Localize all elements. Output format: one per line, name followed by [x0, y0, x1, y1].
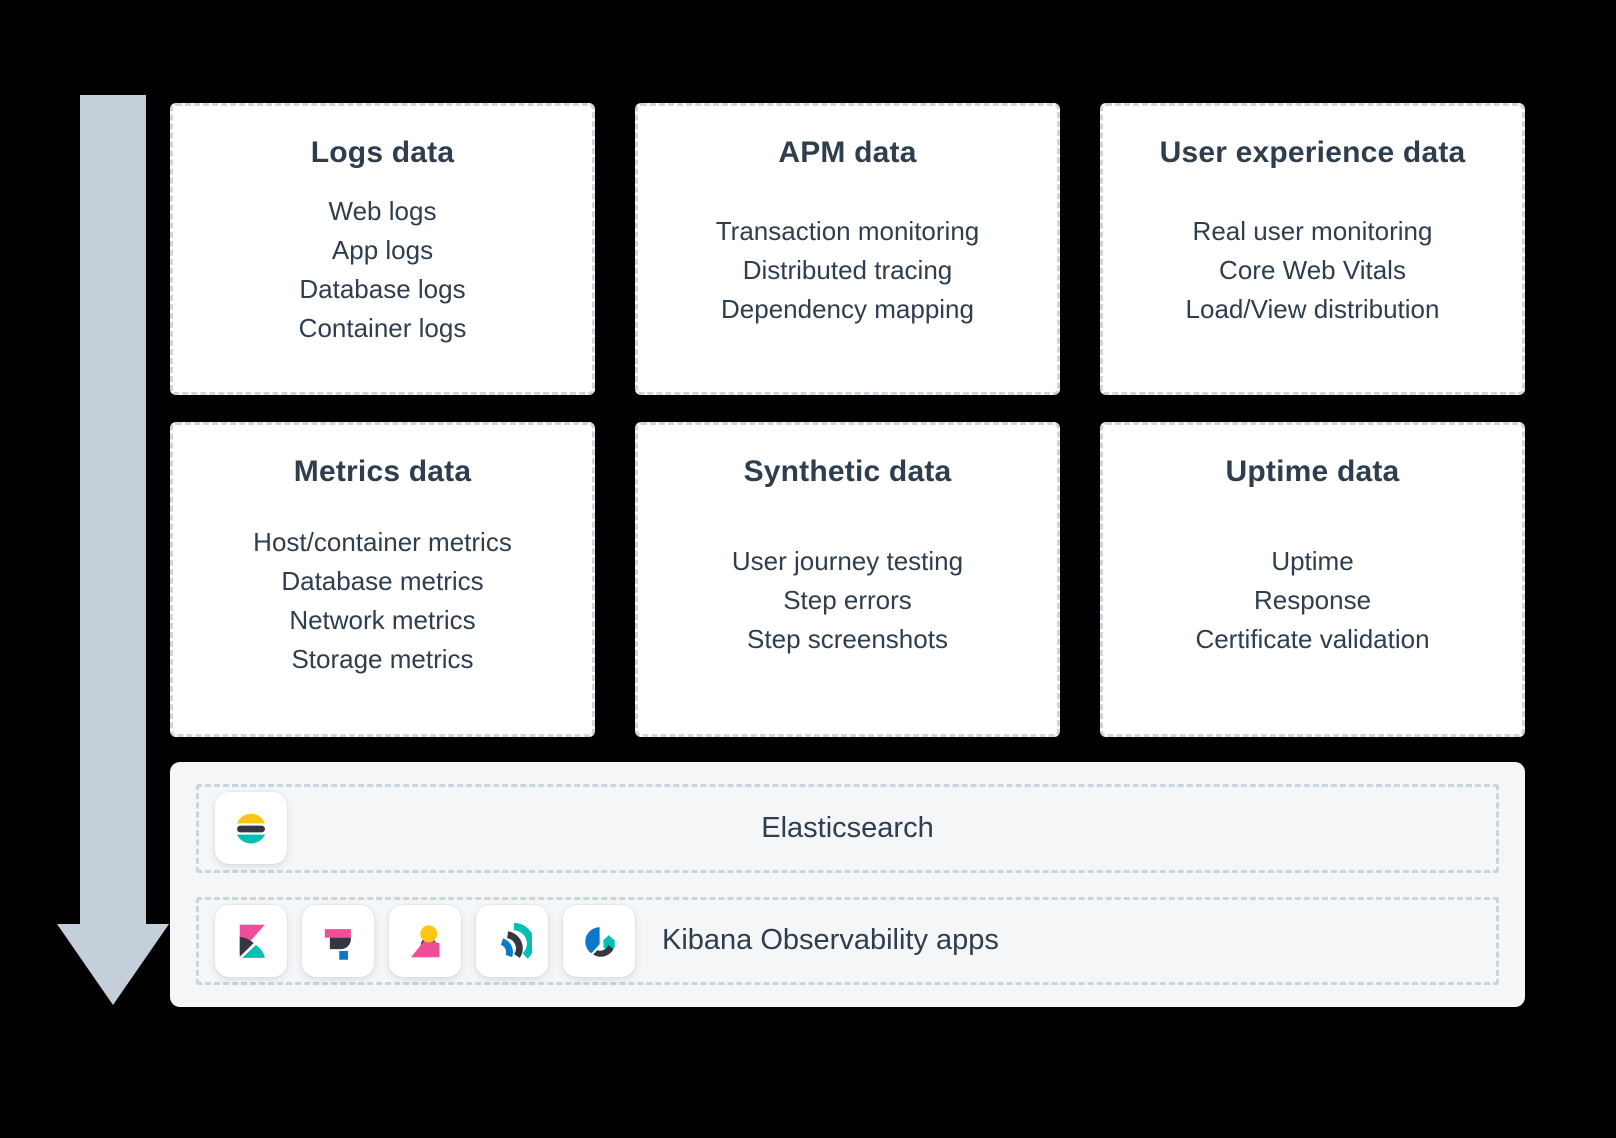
card-item: User journey testing [731, 546, 964, 576]
card-title: Logs data [310, 136, 455, 169]
card-item: Uptime [1271, 546, 1354, 576]
card-item: Web logs [328, 196, 437, 226]
metrics-app-icon [585, 927, 615, 957]
card-item: Load/View distribution [1185, 293, 1440, 324]
card-item: Distributed tracing [742, 254, 953, 285]
logs-app-icon [324, 928, 351, 960]
card-title: APM data [778, 136, 917, 169]
card-user-experience-data: User experience data Real user monitorin… [1100, 103, 1525, 395]
card-item: Core Web Vitals [1219, 254, 1406, 285]
uptime-app-icon-card [476, 904, 548, 977]
elasticsearch-logo [237, 814, 265, 844]
user-experience-app-icon [411, 925, 440, 957]
elasticsearch-label: Elasticsearch [761, 811, 934, 844]
card-item: Storage metrics [291, 643, 474, 674]
kibana-logo-card [215, 904, 287, 977]
downward-flow-arrow [57, 95, 169, 1005]
logs-app-icon-card [302, 904, 374, 977]
card-title: User experience data [1159, 136, 1466, 169]
elasticsearch-row: Elasticsearch [196, 784, 1499, 873]
card-item: Database logs [299, 274, 466, 304]
card-title: Metrics data [293, 455, 472, 488]
elastic-stack-panel: Elasticsearch [170, 762, 1525, 1007]
kibana-logo [239, 924, 266, 958]
card-item: Certificate validation [1195, 624, 1430, 654]
card-item: Container logs [298, 313, 467, 343]
card-item: Host/container metrics [253, 526, 512, 557]
uptime-app-icon [500, 922, 532, 959]
kibana-app-icons [215, 904, 635, 977]
card-title: Uptime data [1225, 455, 1400, 488]
metrics-app-icon-card [563, 904, 635, 977]
elasticsearch-logo-card [215, 792, 287, 865]
card-title: Synthetic data [743, 455, 952, 488]
card-item: Network metrics [289, 604, 476, 635]
card-item: Dependency mapping [721, 293, 974, 324]
kibana-apps-label: Kibana Observability apps [662, 924, 999, 957]
kibana-apps-row: Kibana Observability apps [196, 896, 1499, 985]
card-item: App logs [331, 235, 434, 265]
user-experience-app-icon-card [389, 904, 461, 977]
card-item: Real user monitoring [1192, 215, 1433, 246]
card-item: Response [1253, 585, 1372, 615]
card-item: Database metrics [281, 565, 484, 596]
card-item: Step errors [783, 585, 912, 615]
card-item: Step screenshots [747, 624, 948, 654]
card-item: Transaction monitoring [715, 215, 980, 246]
